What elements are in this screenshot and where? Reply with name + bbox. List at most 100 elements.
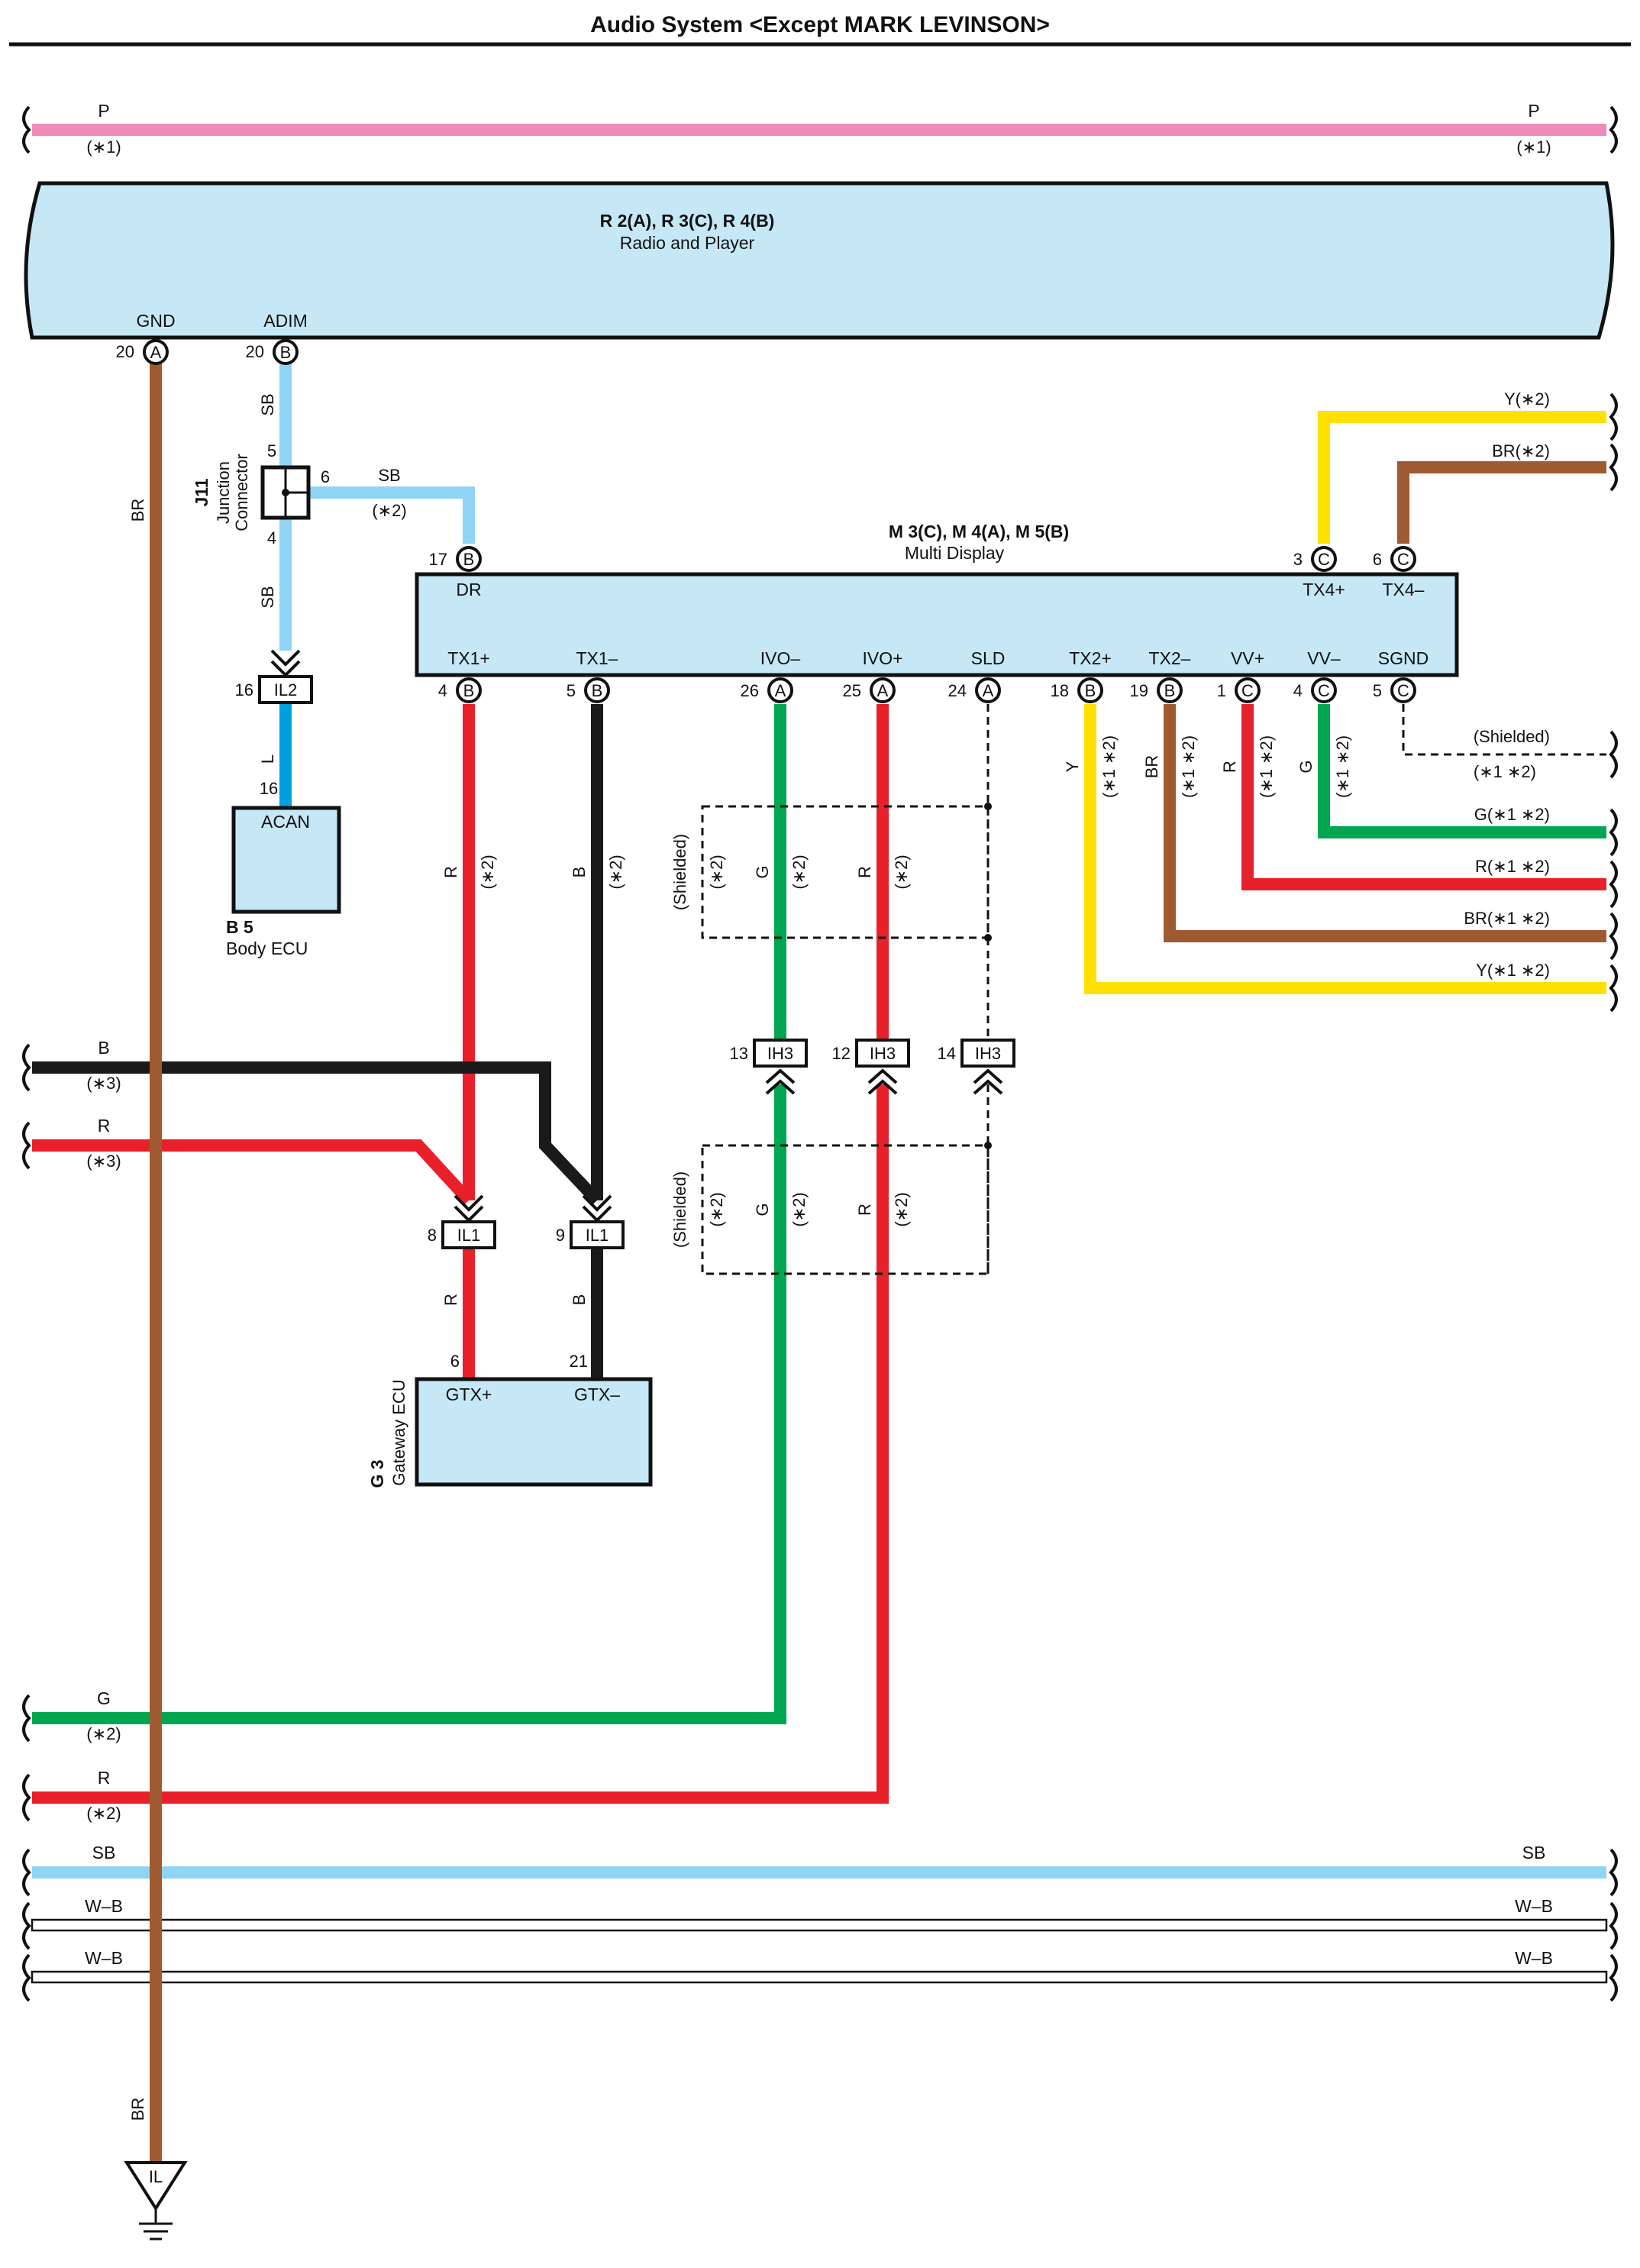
md-pin-conn: A: [775, 681, 786, 700]
md-pin-num: 26: [741, 681, 759, 700]
md-pin-circle: [870, 677, 896, 703]
junction-code: J11: [192, 478, 211, 506]
il1-name: IL1: [457, 1226, 481, 1245]
ground-triangle-icon: [124, 2161, 188, 2211]
right-wire-label-br2: BR(∗1 ∗2): [1464, 909, 1550, 928]
left-wire-note-r2: (∗2): [86, 1804, 121, 1823]
ivom-wire-color: G: [753, 865, 772, 878]
md-pin-num: 1: [1217, 681, 1226, 700]
tx2p-wire-color: Y: [1063, 761, 1082, 772]
ivom-g-wire-bottom: [32, 1084, 786, 1724]
md-pin-name: TX1+: [447, 648, 490, 668]
multi-display-box: [415, 572, 1459, 677]
ih3-connector: [855, 1039, 910, 1068]
md-tx4p-pin-conn: C: [1318, 550, 1330, 569]
tx4m-br-wire: [1397, 461, 1606, 544]
md-tx4m-pin-conn: C: [1397, 550, 1409, 569]
md-dr-pin-name: DR: [456, 580, 481, 599]
shield-node: [984, 934, 992, 942]
left-wire-label-g: G: [97, 1688, 111, 1708]
junction-sb-note: (∗2): [372, 501, 406, 520]
gateway-pin-num: 6: [450, 1352, 460, 1371]
tx1p-wire-color: R: [441, 866, 460, 878]
dr-sb-wire: [305, 486, 475, 544]
ivop-wire-note: (∗2): [892, 855, 911, 889]
shield-box-upper: [701, 805, 989, 939]
md-pin-conn: C: [1397, 681, 1409, 700]
ivop-wire-color: R: [855, 866, 874, 878]
shield-label-upper: (Shielded): [670, 834, 689, 910]
shield-box-lower: [701, 1144, 989, 1275]
md-pin-num: 19: [1130, 681, 1148, 700]
md-pin-circle: [1235, 677, 1261, 703]
tx1m-wire-color: B: [570, 867, 589, 878]
md-pin-name: SGND: [1378, 648, 1429, 668]
junction-pin5: 5: [267, 441, 276, 460]
md-pin-conn: B: [1164, 681, 1176, 700]
left-b-wire: [32, 1061, 602, 1205]
ih3-connector: [960, 1039, 1015, 1068]
md-tx4p-pin: [1311, 546, 1337, 572]
junction-sb-label: SB: [378, 466, 400, 485]
body-ecu-code: B 5: [226, 917, 253, 937]
md-pin-name: VV–: [1307, 648, 1341, 668]
gateway-pin-name: GTX+: [446, 1384, 492, 1404]
right-wire-label-r: R(∗1 ∗2): [1475, 857, 1550, 876]
acan-wire-label: L: [258, 754, 277, 764]
md-pin-name: TX2+: [1069, 648, 1112, 668]
md-pin-conn: C: [1318, 681, 1330, 700]
vvm-g-wire: [1318, 704, 1606, 838]
right-wire-label-y2: Y(∗1 ∗2): [1476, 961, 1550, 980]
ground-name: IL: [149, 2167, 163, 2186]
tx2m-wire-color: BR: [1142, 755, 1161, 779]
bottom-wire-left-wb2: W–B: [85, 1948, 123, 1968]
il1-connector: [570, 1220, 625, 1249]
md-tx4m-pin-num: 6: [1373, 550, 1382, 569]
ih3-connectors: IH3 13 IH3 12 IH3 14: [730, 1039, 1015, 1095]
radio-name: Radio and Player: [620, 233, 755, 253]
bottom-wire-right-wb2: W–B: [1515, 1948, 1553, 1968]
radio-adim-pin-conn: B: [280, 343, 292, 362]
md-pin-name: TX1–: [576, 648, 618, 668]
md-pin-num: 4: [1293, 681, 1303, 700]
wire-break-left: [22, 105, 31, 154]
p-wire-label-right: P: [1528, 101, 1539, 121]
sgnd-shield-wire: [1402, 704, 1606, 756]
md-pin-conn: B: [463, 681, 475, 700]
shield-note-upper: (∗2): [707, 855, 726, 889]
junction-name-1: Junction: [214, 461, 233, 524]
body-ecu-pin-num: 16: [260, 779, 278, 798]
ground-wire-label: BR: [128, 2098, 147, 2121]
il2-pin: 16: [235, 680, 253, 699]
md-pin-num: 18: [1051, 681, 1069, 700]
left-wire-note-b: (∗3): [86, 1074, 121, 1093]
md-pin-name: SLD: [971, 648, 1006, 668]
ih3-connector: [753, 1039, 808, 1068]
ih3-pin: 12: [832, 1044, 851, 1063]
ivop-lower-wire-note: (∗2): [892, 1192, 911, 1226]
md-tx4p-pin-num: 3: [1293, 550, 1303, 569]
bottom-wire-right-sb: SB: [1522, 1843, 1546, 1863]
gateway-pin-name: GTX–: [574, 1384, 620, 1404]
vvp-wire-note: (∗1 ∗2): [1257, 735, 1276, 798]
md-pin-conn: A: [877, 681, 889, 700]
md-pin-circle: [456, 677, 482, 703]
md-bottom-pins: TX1+ 4 B TX1– 5 B IVO– 26 A IVO+ 25 A SL…: [438, 648, 1429, 703]
left-wire-breaks: [22, 1043, 31, 2002]
adim-wire-label-top: SB: [258, 393, 277, 415]
tx2p-y-wire: [1084, 704, 1606, 994]
ih3-name: IH3: [767, 1044, 793, 1063]
md-pin-conn: A: [983, 681, 994, 700]
md-tx4m-pin: [1390, 546, 1416, 572]
right-wire-label-g: G(∗1 ∗2): [1474, 805, 1550, 824]
md-pin-name: IVO+: [862, 648, 902, 668]
ih3-name: IH3: [975, 1044, 1001, 1063]
md-pin-circle: [767, 677, 793, 703]
junction-name-2: Connector: [232, 454, 251, 531]
il2-name: IL2: [274, 680, 298, 699]
md-pin-circle: [1390, 677, 1416, 703]
md-pin-num: 25: [843, 681, 861, 700]
md-pin-name: TX2–: [1149, 648, 1191, 668]
il1-pin: 9: [556, 1226, 565, 1245]
